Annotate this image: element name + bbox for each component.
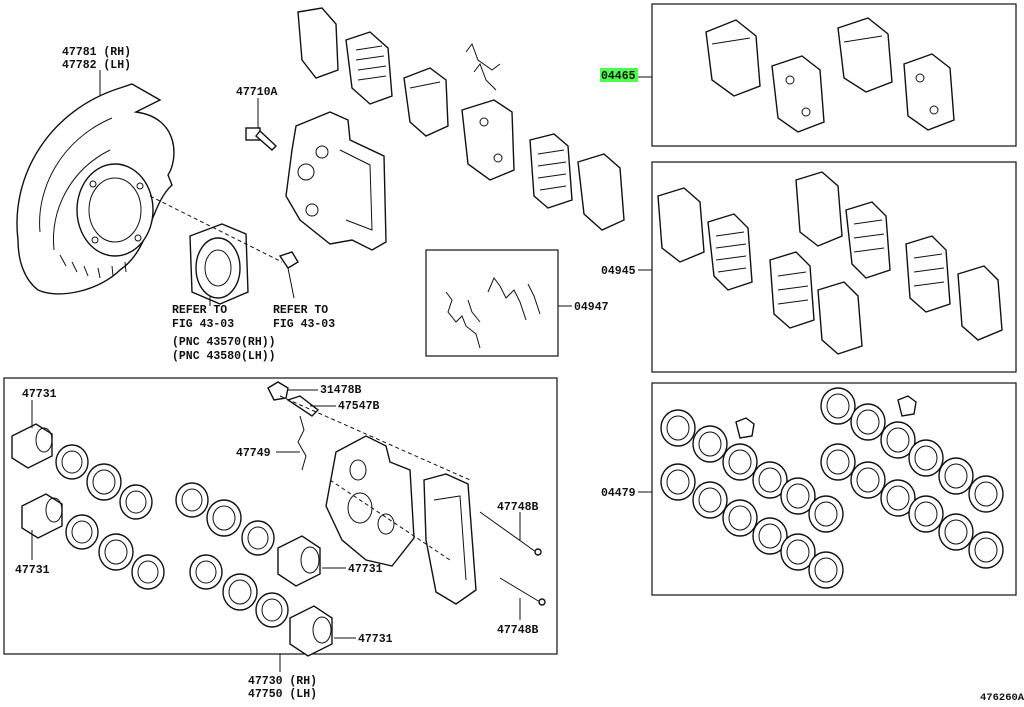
refer1-line1: REFER TO: [172, 304, 227, 317]
clips-04947: [445, 277, 541, 349]
label-47782: 47782 (LH): [62, 59, 131, 72]
pistons-middle: [175, 482, 333, 657]
label-47749: 47749: [236, 447, 271, 460]
clip-47749: [297, 415, 307, 471]
axis-line: [149, 195, 283, 263]
label-31478B: 31478B: [320, 384, 362, 397]
pads-04465: [705, 17, 955, 133]
caliper-bottom: [325, 435, 477, 605]
highlight-04465: [600, 68, 638, 82]
label-47748B-a: 47748B: [497, 501, 539, 514]
label-47710A: 47710A: [236, 86, 278, 99]
label-47748B-b: 47748B: [497, 624, 539, 637]
caliper-top: [285, 111, 387, 251]
refer1-line4: (PNC 43580(LH)): [172, 350, 276, 363]
label-47750: 47750 (LH): [248, 688, 317, 701]
seals-04479: [660, 387, 1004, 589]
label-47731-c: 47731: [348, 563, 383, 576]
refer2-line2: FIG 43-03: [273, 318, 335, 331]
refer1-line2: FIG 43-03: [172, 318, 234, 331]
kit-box-04465: [651, 3, 1017, 147]
label-04465: 04465: [601, 70, 636, 83]
kit-box-04479: [651, 382, 1017, 596]
top-pad-row: [297, 7, 625, 231]
label-47731-a: 47731: [22, 388, 57, 401]
dust-shield: [16, 83, 175, 295]
shims-04945: [657, 171, 1003, 355]
pistons-left: [11, 423, 165, 590]
label-47730: 47730 (RH): [248, 675, 317, 688]
label-04945: 04945: [601, 265, 636, 278]
hub-bolt: [278, 251, 299, 299]
hub-bearing: [189, 223, 249, 305]
label-04479: 04479: [601, 487, 636, 500]
pins-47748B: [479, 511, 546, 606]
label-47731-b: 47731: [15, 564, 50, 577]
label-47547B: 47547B: [338, 400, 380, 413]
refer2-line1: REFER TO: [273, 304, 328, 317]
kit-box-04945: [651, 161, 1017, 373]
bolt-47710A: [245, 127, 278, 151]
label-47781: 47781 (RH): [62, 46, 131, 59]
label-04947: 04947: [574, 301, 609, 314]
bleeder-parts: [267, 381, 320, 417]
figure-id: 476260A: [980, 692, 1024, 704]
kit-box-04947: [425, 249, 559, 357]
refer1-line3: (PNC 43570(RH)): [172, 336, 276, 349]
label-47731-d: 47731: [358, 633, 393, 646]
